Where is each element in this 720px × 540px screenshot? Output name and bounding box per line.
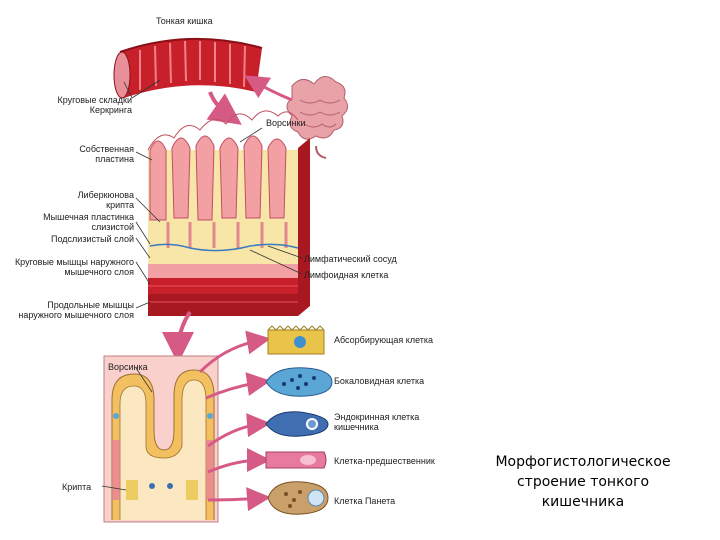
label-lymph-vessel: Лимфатический сосуд (304, 254, 397, 264)
endocrine-cell-icon (265, 411, 329, 437)
absorptive-cell-icon (267, 325, 325, 355)
label-endocrine-cell: Эндокринная клетка кишечника (334, 412, 420, 432)
label-circular-folds: Круговые складки Керкринга (57, 95, 132, 115)
label-villi-top: Ворсинки (266, 118, 306, 128)
label-submucosa: Подслизистый слой (51, 234, 134, 244)
label-circular-muscle: Круговые мышцы наружного мышечного слоя (14, 257, 134, 277)
intestine-loops-icon (286, 76, 348, 159)
arrow-block-to-detail (162, 310, 195, 364)
diagram-title: Тонкая кишка (156, 16, 213, 26)
label-progenitor-cell: Клетка-предшественник (334, 456, 435, 466)
label-paneth-cell: Клетка Панета (334, 496, 396, 506)
arrow-tube-to-block (206, 91, 242, 125)
arrow-to-cell-3 (207, 413, 271, 448)
label-lymphoid-cell: Лимфоидная клетка (304, 270, 389, 280)
arrow-loops-to-tube (244, 75, 293, 102)
label-lamina-propria: Собственная пластина (79, 144, 134, 164)
label-longitudinal-muscle: Продольные мышцы наружного мышечного сло… (18, 300, 134, 320)
caption-text: Морфогистологическое строение тонкого ки… (495, 454, 671, 510)
arrow-to-cell-4 (207, 448, 271, 474)
label-villus-detail: Ворсинка (108, 362, 148, 372)
tissue-block (147, 110, 310, 316)
paneth-cell-icon (267, 481, 329, 515)
label-crypt-detail: Крипта (62, 482, 92, 492)
label-goblet-cell: Бокаловидная клетка (334, 376, 425, 386)
label-muscularis-mucosae: Мышечная пластинка слизистой (43, 212, 134, 232)
goblet-cell-icon (265, 367, 333, 397)
villus-detail-panel (103, 355, 219, 523)
arrow-to-cell-1 (198, 330, 271, 374)
arrow-to-cell-5 (207, 487, 271, 512)
arrow-to-cell-2 (205, 372, 271, 400)
intestine-tube (113, 37, 263, 99)
progenitor-cell-icon (265, 451, 327, 469)
label-crypt-top: Либеркюнова крипта (77, 190, 134, 210)
leader-lines (101, 79, 303, 491)
label-absorptive-cell: Абсорбирующая клетка (334, 335, 434, 345)
